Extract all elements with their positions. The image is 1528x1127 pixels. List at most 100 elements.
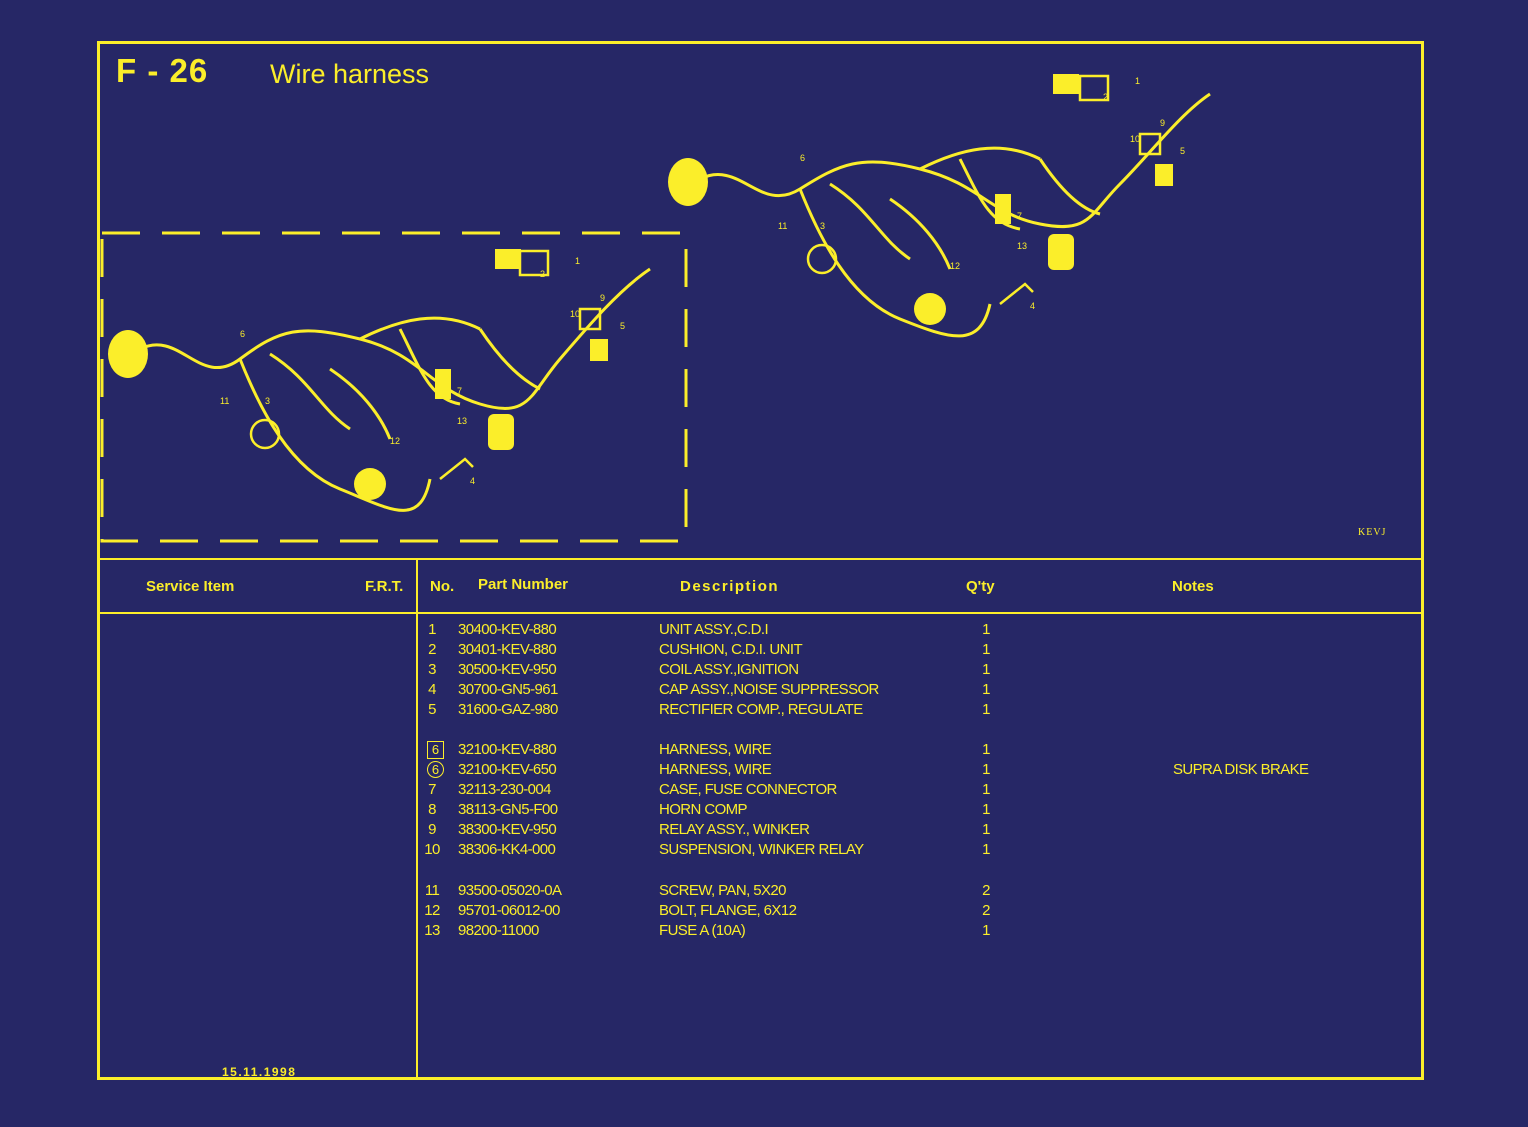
callout-label: 1 [575, 256, 580, 266]
callout-label: 3 [820, 221, 825, 231]
callout-label: 5 [620, 321, 625, 331]
part-number: 30401-KEV-880 [458, 641, 557, 658]
part-description: CASE, FUSE CONNECTOR [659, 781, 837, 798]
part-no: 5 [428, 701, 436, 718]
part-number: 32100-KEV-650 [458, 761, 557, 778]
part-qty: 2 [982, 902, 990, 919]
part-description: RELAY ASSY., WINKER [659, 821, 810, 838]
part-number: 38113-GN5-F00 [458, 801, 558, 818]
callout-label: 6 [240, 329, 245, 339]
callout-label: 12 [390, 436, 400, 446]
part-description: HARNESS, WIRE [659, 761, 772, 778]
header-description: Description [680, 578, 780, 595]
callout-label: 7 [1017, 211, 1022, 221]
divider-diagram [100, 558, 1421, 560]
table-row: 6 32100-KEV-650 HARNESS, WIRE 1 SUPRA DISK B… [100, 761, 1421, 781]
part-no: 9 [428, 821, 436, 838]
table-row: 9 38300-KEV-950 RELAY ASSY., WINKER 1 [100, 821, 1421, 841]
part-no: 11 [424, 882, 440, 899]
part-qty: 1 [982, 621, 990, 638]
callout-label: 5 [1180, 146, 1185, 156]
part-no: 7 [428, 781, 436, 798]
part-note: SUPRA DISK BRAKE [1173, 761, 1309, 778]
part-no: 10 [424, 841, 440, 858]
table-row: 6 32100-KEV-880 HARNESS, WIRE 1 [100, 741, 1421, 761]
part-description: HORN COMP [659, 801, 748, 818]
callout-label: 7 [457, 386, 462, 396]
header-no: No. [430, 578, 455, 595]
part-qty: 1 [982, 641, 990, 658]
part-qty: 1 [982, 781, 990, 798]
table-row: 8 38113-GN5-F00 HORN COMP 1 [100, 801, 1421, 821]
part-qty: 1 [982, 681, 990, 698]
callout-label: 2 [540, 269, 545, 279]
part-qty: 1 [982, 821, 990, 838]
callout-label: 11 [220, 396, 229, 406]
table-row: 10 38306-KK4-000 SUSPENSION, WINKER RELAY 1 [100, 841, 1421, 861]
header-service-item: Service Item [146, 578, 235, 595]
callout-label: 9 [1160, 118, 1165, 128]
part-number: 30700-GN5-961 [458, 681, 558, 698]
part-number: 32113-230-004 [458, 781, 551, 798]
part-qty: 2 [982, 882, 990, 899]
drawing-code: KEVJ [1358, 527, 1387, 538]
callout-label: 3 [265, 396, 270, 406]
part-no: 3 [428, 661, 436, 678]
part-number: 38306-KK4-000 [458, 841, 556, 858]
part-description: SUSPENSION, WINKER RELAY [659, 841, 864, 858]
part-qty: 1 [982, 801, 990, 818]
figure-title: Wire harness [270, 59, 430, 89]
part-description: UNIT ASSY.,C.D.I [659, 621, 769, 638]
header-qty: Q'ty [966, 578, 995, 595]
part-number: 30500-KEV-950 [458, 661, 557, 678]
part-description: SCREW, PAN, 5X20 [659, 882, 786, 899]
part-qty: 1 [982, 761, 990, 778]
issue-date: 15.11.1998 [222, 1065, 297, 1079]
part-qty: 1 [982, 701, 990, 718]
callout-label: 6 [800, 153, 805, 163]
part-number: 93500-05020-0A [458, 882, 562, 899]
part-no: 8 [428, 801, 436, 818]
callout-label: 10 [570, 309, 580, 319]
table-row: 7 32113-230-004 CASE, FUSE CONNECTOR 1 [100, 781, 1421, 801]
figure-code: F - 26 [116, 52, 209, 89]
table-row: 11 93500-05020-0A SCREW, PAN, 5X20 2 [100, 882, 1421, 902]
callout-label: 4 [470, 476, 475, 486]
part-description: RECTIFIER COMP., REGULATE [659, 701, 863, 718]
callout-label: 12 [950, 261, 960, 271]
part-description: COIL ASSY.,IGNITION [659, 661, 799, 678]
callout-label: 13 [1017, 241, 1027, 251]
part-number: 32100-KEV-880 [458, 741, 557, 758]
part-number: 98200-11000 [458, 922, 539, 939]
header-part-number: Part Number [478, 576, 569, 593]
callout-label: 8 [1005, 196, 1010, 206]
callout-label: 1 [1135, 76, 1140, 86]
divider-header [100, 612, 1421, 614]
callout-label: 10 [1130, 134, 1140, 144]
part-no: 13 [424, 922, 440, 939]
part-description: CUSHION, C.D.I. UNIT [659, 641, 803, 658]
part-description: HARNESS, WIRE [659, 741, 772, 758]
part-no: 6 [427, 741, 444, 759]
horn-shape [108, 330, 148, 378]
part-no: 6 [427, 761, 444, 778]
divider-column [416, 558, 418, 1080]
part-number: 38300-KEV-950 [458, 821, 557, 838]
part-qty: 1 [982, 841, 990, 858]
part-qty: 1 [982, 922, 990, 939]
part-no: 12 [424, 902, 440, 919]
part-qty: 1 [982, 741, 990, 758]
part-no: 1 [428, 621, 436, 638]
callout-label: 8 [445, 371, 450, 381]
part-description: CAP ASSY.,NOISE SUPPRESSOR [659, 681, 879, 698]
callout-label: 2 [1103, 92, 1108, 102]
callout-label: 13 [457, 416, 467, 426]
header-notes: Notes [1172, 578, 1214, 595]
